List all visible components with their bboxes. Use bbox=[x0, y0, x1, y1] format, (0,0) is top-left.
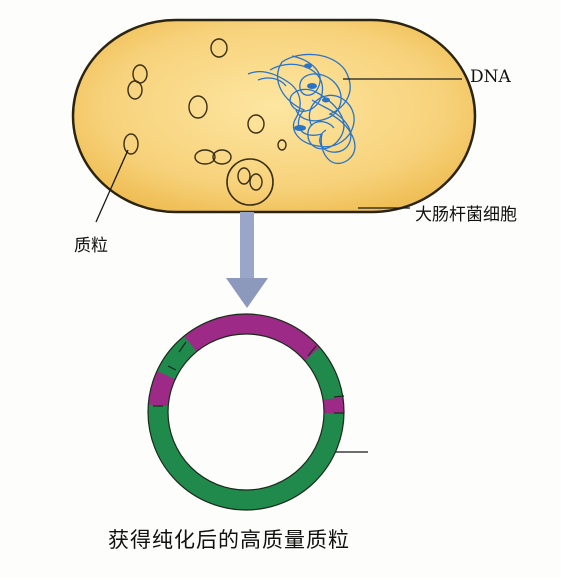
caption: 获得纯化后的高质量质粒 bbox=[108, 528, 350, 552]
chromosomal-dna bbox=[247, 53, 356, 164]
dna-label: DNA bbox=[470, 67, 511, 87]
dna-knots bbox=[294, 63, 330, 131]
plasmid-leader-line bbox=[95, 149, 129, 223]
plasmid-ring bbox=[148, 314, 345, 510]
plasmid-ring-outline bbox=[147, 313, 345, 511]
ecoli-cell-label: 大肠杆菌细胞 bbox=[415, 205, 517, 225]
ecoli-cell bbox=[71, 18, 477, 214]
plasmid-ovals bbox=[123, 38, 287, 206]
down-arrow bbox=[226, 212, 268, 308]
plasmid-label: 质粒 bbox=[74, 236, 108, 256]
